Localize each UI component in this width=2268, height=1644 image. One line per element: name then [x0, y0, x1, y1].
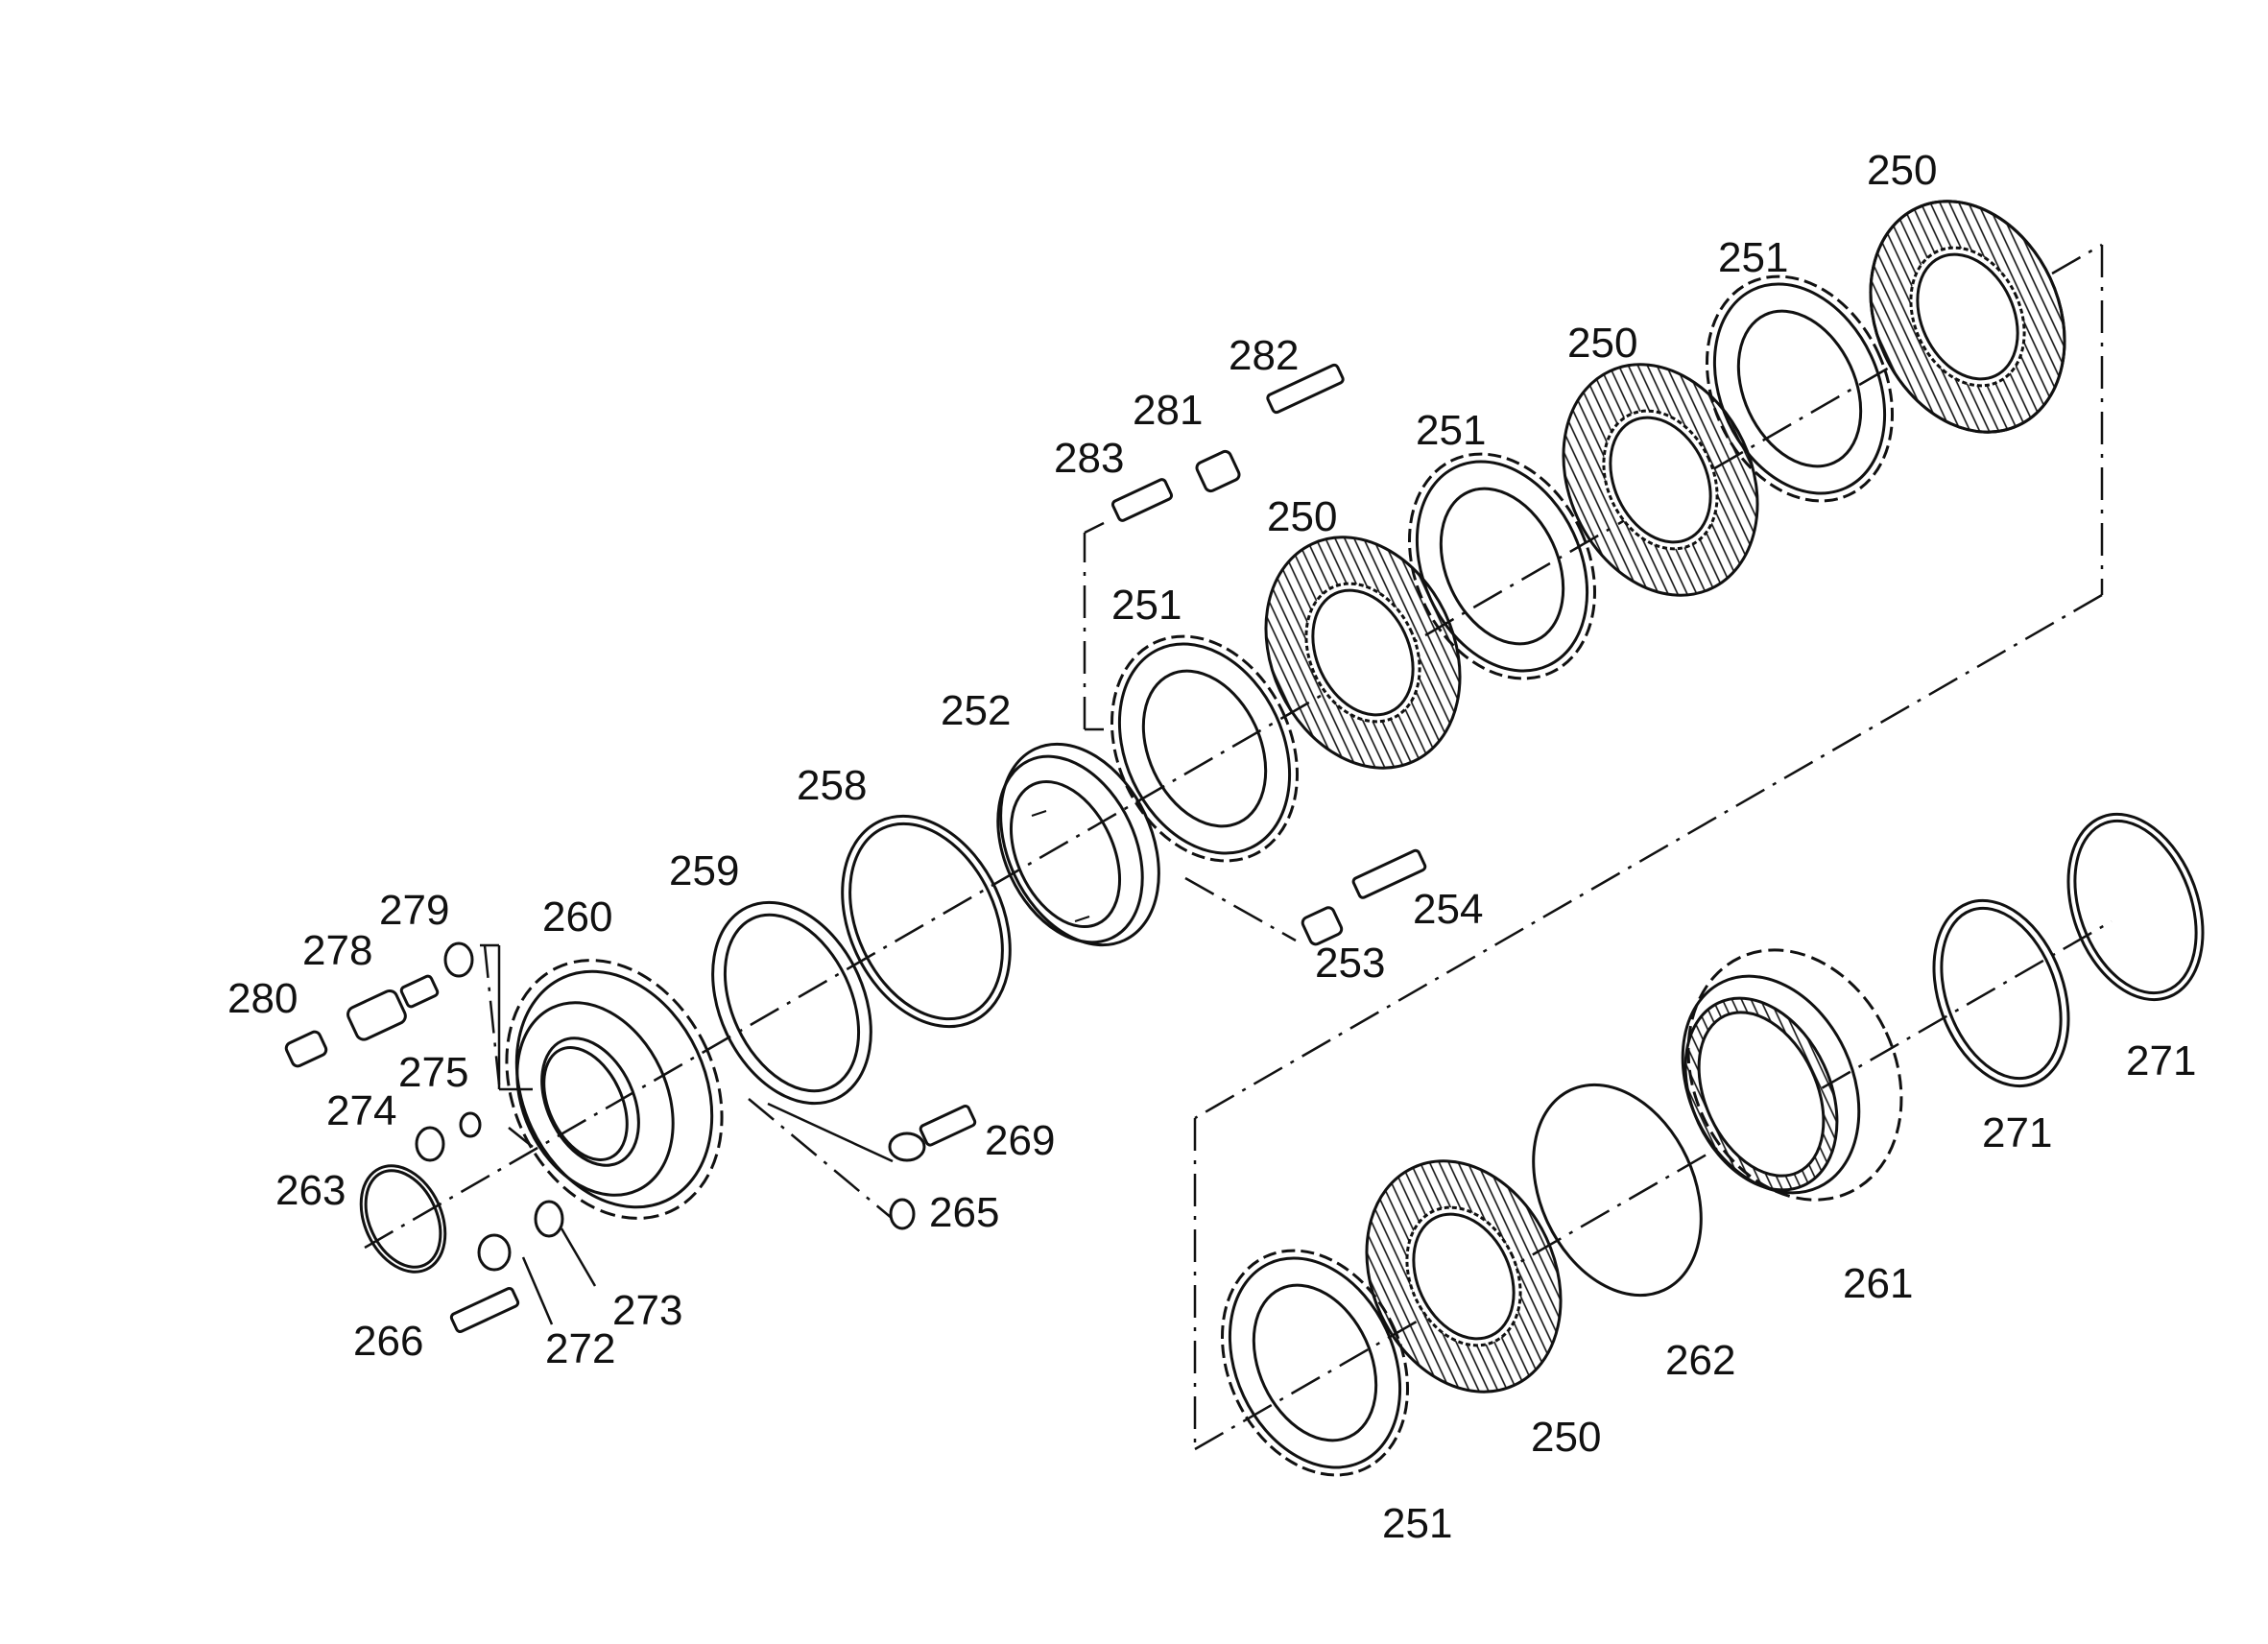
- callout-261: 261: [1843, 1260, 1913, 1307]
- callout-282: 282: [1229, 332, 1299, 379]
- callout-251: 251: [1111, 582, 1182, 629]
- callout-265: 265: [929, 1189, 999, 1236]
- callout-281: 281: [1133, 387, 1203, 434]
- clutch-drum-261: [1681, 948, 1903, 1202]
- ring-258: [841, 814, 1012, 1029]
- callout-271: 271: [1982, 1109, 2052, 1156]
- ring-271-left: [1932, 898, 2070, 1088]
- callout-253: 253: [1315, 940, 1385, 987]
- callout-266: 266: [353, 1318, 423, 1365]
- callout-272: 272: [545, 1325, 615, 1372]
- callout-251: 251: [1718, 234, 1788, 281]
- callout-273: 273: [612, 1287, 682, 1334]
- callout-258: 258: [797, 762, 867, 809]
- callout-250: 250: [1531, 1414, 1601, 1461]
- small-parts: [284, 363, 1427, 1334]
- leader-lines: [480, 727, 1104, 1325]
- callout-labels: 250 251 250 251 250 251 282 281 283 252 …: [227, 147, 2196, 1547]
- callout-283: 283: [1054, 435, 1124, 482]
- callout-271: 271: [2126, 1037, 2196, 1084]
- o-ring-262: [1532, 1083, 1703, 1298]
- piston-252: [996, 742, 1160, 947]
- friction-disc-250-top: [1869, 200, 2066, 434]
- callout-251: 251: [1382, 1500, 1452, 1547]
- o-ring-263: [359, 1164, 447, 1274]
- friction-disc-250-middle: [1562, 363, 1759, 597]
- callout-274: 274: [326, 1087, 396, 1134]
- steel-disc-251-lower: [1110, 634, 1299, 863]
- callout-279: 279: [379, 887, 449, 934]
- callout-259: 259: [669, 847, 739, 894]
- callout-278: 278: [302, 927, 372, 974]
- axis-lines: [364, 243, 2113, 1451]
- steel-disc-251-bottom: [1221, 1249, 1409, 1477]
- callout-263: 263: [275, 1167, 346, 1214]
- callout-251: 251: [1416, 407, 1486, 454]
- callout-250: 250: [1867, 147, 1937, 194]
- callout-275: 275: [398, 1049, 468, 1096]
- friction-disc-250-bottom: [1365, 1159, 1563, 1394]
- callout-262: 262: [1665, 1337, 1735, 1384]
- callout-269: 269: [985, 1117, 1055, 1164]
- callout-260: 260: [542, 893, 612, 941]
- callout-250: 250: [1567, 320, 1637, 367]
- ring-259: [711, 900, 872, 1106]
- friction-disc-250-lower: [1264, 536, 1462, 770]
- callout-250: 250: [1267, 493, 1337, 540]
- housing-260: [505, 959, 724, 1220]
- callout-254: 254: [1413, 886, 1483, 933]
- callout-280: 280: [227, 975, 298, 1022]
- callout-252: 252: [941, 687, 1011, 734]
- ring-271-right: [2066, 812, 2205, 1002]
